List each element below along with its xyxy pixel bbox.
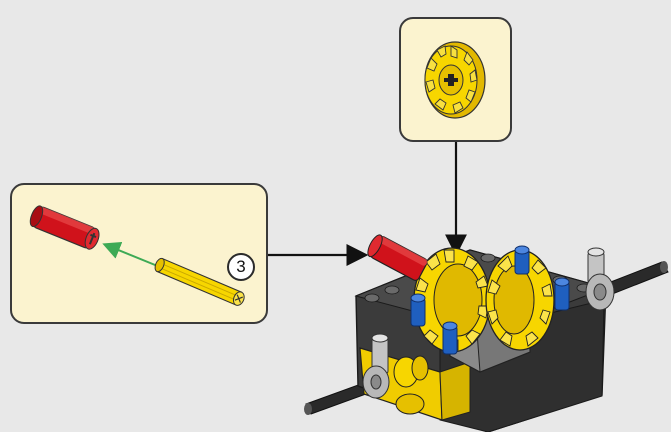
bevel-gear-icon [424, 41, 486, 119]
green-insert-arrow [102, 241, 161, 268]
bevel-gear-right [485, 249, 555, 351]
assembly-red-connector [367, 234, 428, 281]
axle-connector-icon [29, 205, 100, 250]
callout-axle-art [29, 205, 245, 306]
yellow-bush-left [393, 355, 429, 388]
axle-icon [154, 257, 245, 306]
callout-gear [399, 17, 512, 142]
gray-bushings [362, 247, 615, 399]
quantity-badge: 3 [227, 253, 255, 281]
callout-axle: 3 [10, 183, 268, 324]
blue-pins [410, 245, 570, 355]
